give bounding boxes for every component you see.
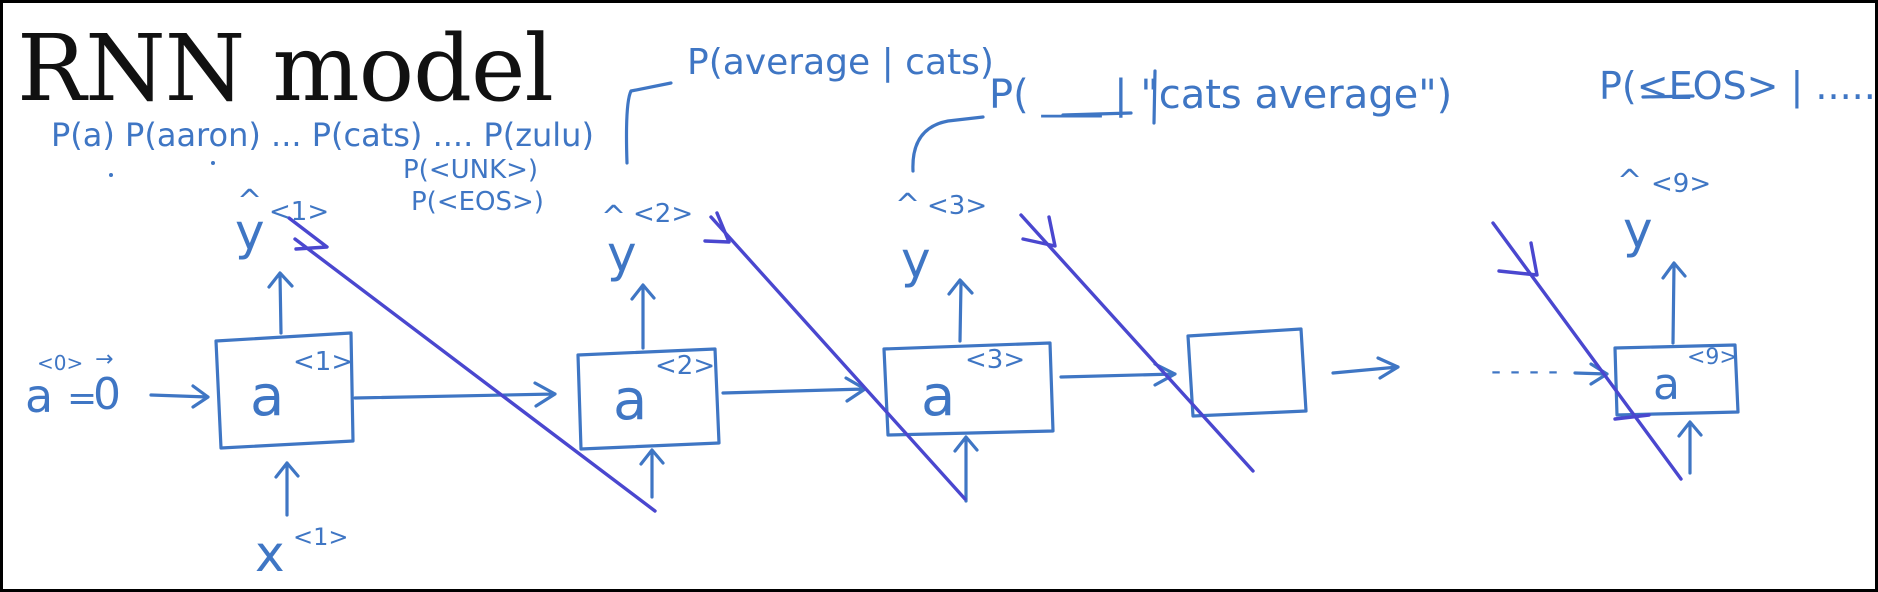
zero-vector-arrow-icon: → [95,347,114,372]
arrow-cell3-to-yhat3 [947,278,974,343]
softmax-vocab-annotation: P(a) P(aaron) ... P(cats) .... P(zulu) [51,116,594,154]
rnn-cell-2-box [576,347,721,451]
dot-marker [109,173,113,177]
arrow-x1-to-cell1 [274,461,300,517]
feed-line-3 [1019,213,1255,473]
prob-2-annotation: P(average | cats) [687,42,994,83]
rnn-diagram [109,69,1740,517]
blank-divider [1152,69,1157,125]
bracket-prob-3 [911,115,985,173]
cell-2-label: a [613,368,648,433]
dots-ellipsis: - - - - [1491,354,1559,387]
yhat-2-hat: ^ [601,200,627,235]
cell-3-sup: <3> [965,345,1026,375]
arrow-input-to-cell3 [953,435,979,503]
arrow-a0-to-cell1 [149,384,210,409]
yhat-2-sup: <2> [633,199,694,229]
feed-line-2 [709,215,967,501]
yhat-3-label: y [901,231,931,289]
arrow-cell3-to-cell4 [1059,362,1177,387]
yhat-1-hat: ^ [237,184,263,219]
arrow-cell1-to-cell2 [353,381,557,408]
cell-3-label: a [921,364,956,429]
feed-arrowhead-2 [703,211,731,244]
softmax-eos-annotation: P(<EOS>) [411,187,544,217]
yhat-9-sup: <9> [1651,169,1712,199]
softmax-unk-annotation: P(<UNK>) [403,155,539,185]
feed-tail-4 [1613,413,1651,421]
cell-2-sup: <2> [655,351,716,381]
yhat-3-hat: ^ [895,188,921,223]
feed-line-1 [293,237,657,513]
arrow-cell4-out [1331,356,1400,380]
yhat-1-sup: <1> [269,197,330,227]
yhat-1-label: y [235,203,265,261]
init-zero: 0 [93,369,121,420]
feed-arrowhead-3 [1021,215,1057,248]
arrow-cell1-to-yhat1 [267,271,294,335]
init-a0-label: a [25,369,54,423]
bracket-prob-2 [624,81,673,165]
feed-arrowhead-4 [1497,241,1539,277]
input-x1-sup: <1> [293,523,349,551]
init-equals: = [67,378,98,419]
rnn-cell-3-box [882,341,1055,437]
cell-9-label: a [1653,359,1680,410]
dot-marker [211,161,215,165]
slide-frame: RNN model [3,3,1875,589]
arrow-cell9-to-yhat9 [1661,261,1687,345]
input-x1-label: x [255,525,285,583]
cell-1-label: a [250,364,285,429]
yhat-3-sup: <3> [927,191,988,221]
feed-line-4 [1491,221,1683,481]
rnn-cell-4-box [1186,327,1308,418]
init-a0-sup: <0> [37,351,84,375]
rnn-cell-1-box [214,331,355,450]
blank-underline [1061,111,1133,117]
arrow-cell2-to-cell3 [721,376,867,403]
arrow-cell2-to-yhat2 [630,283,656,350]
yhat-9-hat: ^ [1617,164,1643,199]
prob-9-annotation: P(<EOS> | .....) [1599,64,1875,108]
slide-title: RNN model [17,15,554,122]
prob-3-annotation: P( ___ | "cats average") [989,72,1453,118]
feed-arrowhead-1 [287,216,329,251]
cell-9-sup: <9> [1687,345,1738,370]
yhat-9-label: y [1623,201,1653,259]
yhat-2-label: y [607,225,637,283]
cell-1-sup: <1> [293,347,354,377]
eos-underline [1641,94,1695,99]
arrow-input-to-cell9 [1677,420,1703,475]
arrow-input-to-cell2 [639,448,665,499]
